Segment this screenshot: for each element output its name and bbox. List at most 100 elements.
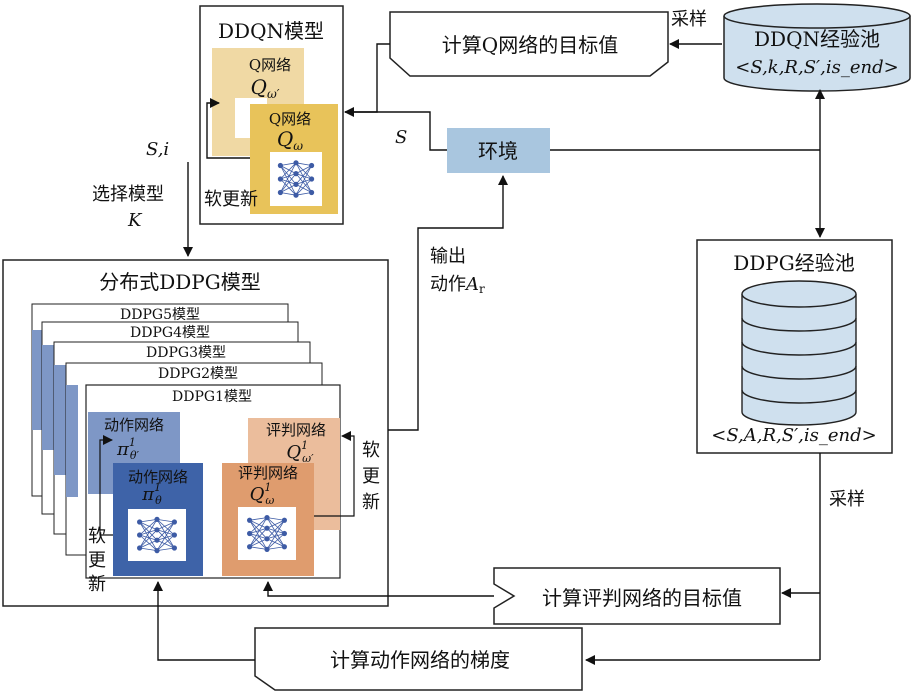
action-label: 动作Ar (430, 274, 485, 296)
nn-edge (249, 533, 268, 550)
nn-edge (295, 192, 312, 196)
ddqn-online-net-symbol: Qω (277, 127, 303, 153)
critic-target-calc-label: 计算评判网络的目标值 (542, 586, 742, 610)
ddqn-target-net-label: Q网络 (249, 56, 291, 74)
nn-edge (295, 184, 312, 193)
nn-edge (139, 519, 158, 536)
actor-grad-calc-box: 计算动作网络的梯度 (254, 627, 583, 691)
nn-node (137, 532, 143, 538)
nn-edge (156, 519, 175, 536)
nn-edge (280, 165, 297, 185)
q-target-label: 计算Q网络的目标值 (442, 33, 618, 57)
q-target-box: 计算Q网络的目标值 (389, 11, 669, 77)
ddpg-pool-tuple: <S,A,R,S′,is_end> (711, 425, 876, 446)
nn-node (293, 171, 299, 177)
nn-edge (295, 162, 312, 193)
nn-edge (266, 519, 285, 529)
nn-edge (139, 529, 158, 536)
nn-edge (249, 527, 268, 548)
nn-edge (295, 165, 312, 174)
nn-node (277, 162, 283, 169)
nn-node (264, 515, 270, 521)
nn-edge (266, 533, 285, 540)
nn-edge (139, 519, 158, 549)
left-soft-update-label: 软 更 新 (88, 526, 106, 595)
env-state-line (345, 111, 447, 151)
ddpg3-title: DDPG3模型 (146, 345, 226, 361)
model-k-label: K (127, 210, 143, 231)
ddpg4-title: DDPG4模型 (130, 325, 210, 341)
nn-edge (266, 519, 285, 540)
nn-edge (295, 165, 312, 196)
nn-edge (156, 529, 175, 536)
actor-label: 动作网络 (128, 468, 188, 486)
ddqn-soft-update-label: 软更新 (204, 189, 258, 210)
ddpg5-title: DDPG5模型 (120, 307, 200, 323)
nn-edge (249, 517, 268, 521)
svg-text:软: 软 (362, 440, 380, 461)
nn-node (264, 525, 270, 531)
nn-node (277, 189, 283, 196)
state-label: S (395, 127, 407, 148)
nn-edge (266, 520, 285, 550)
nn-edge (266, 533, 285, 550)
nn-edge (156, 539, 175, 549)
actor-grad-calc-label: 计算动作网络的梯度 (330, 648, 510, 672)
nn-edge (295, 178, 312, 185)
ddpg1-title: DDPG1模型 (172, 389, 252, 405)
nn-edge (295, 173, 312, 193)
nn-edge (295, 173, 312, 180)
nn-node (309, 162, 315, 169)
ddpg-sample-label: 采样 (829, 489, 865, 510)
right-soft-update-label: 软 更 新 (362, 440, 380, 513)
nn-edge (280, 162, 297, 166)
neural-net-icon (137, 516, 177, 554)
nn-edge (266, 517, 285, 547)
ddqn-experience-pool: DDQN经验池 <S,k,R,S′,is_end> (723, 3, 911, 92)
nn-edge (249, 519, 268, 529)
nn-node (154, 516, 160, 523)
nn-node (293, 160, 299, 166)
nn-edge (280, 165, 297, 174)
nn-node (171, 519, 177, 525)
nn-edge (280, 173, 297, 180)
nn-node (137, 545, 143, 551)
nn-node (247, 517, 253, 523)
ddqn-online-net: Q网络 Qω (250, 104, 338, 214)
nn-node (137, 519, 143, 525)
nn-edge (156, 534, 175, 551)
environment-box: 环境 (447, 128, 550, 173)
nn-edge (249, 519, 268, 540)
database-icon (741, 280, 857, 426)
nn-edge (249, 517, 268, 547)
ddpg-pool-title: DDPG经验池 (733, 251, 855, 275)
nn-edge (295, 165, 312, 185)
nn-edge (249, 538, 268, 548)
nn-edge (139, 539, 158, 549)
nn-node (154, 548, 160, 554)
neural-net-icon (247, 515, 287, 553)
ddqn-pool-tuple: <S,k,R,S′,is_end> (735, 57, 898, 78)
nn-node (154, 537, 160, 543)
nn-node (309, 176, 315, 182)
nn-edge (266, 527, 285, 548)
nn-edge (139, 529, 158, 549)
ddqn-pool-title: DDQN经验池 (754, 27, 880, 51)
distributed-ddpg-title: 分布式DDPG模型 (99, 270, 261, 294)
nn-edge (249, 546, 268, 550)
nn-edge (139, 521, 158, 551)
nn-edge (249, 527, 268, 534)
nn-edge (280, 162, 297, 193)
nn-edge (266, 538, 285, 548)
nn-edge (295, 162, 312, 180)
actor-grad-to-actor-arrow (153, 581, 255, 661)
ddqn-soft-update-arrow (206, 98, 250, 159)
nn-edge (139, 521, 158, 531)
